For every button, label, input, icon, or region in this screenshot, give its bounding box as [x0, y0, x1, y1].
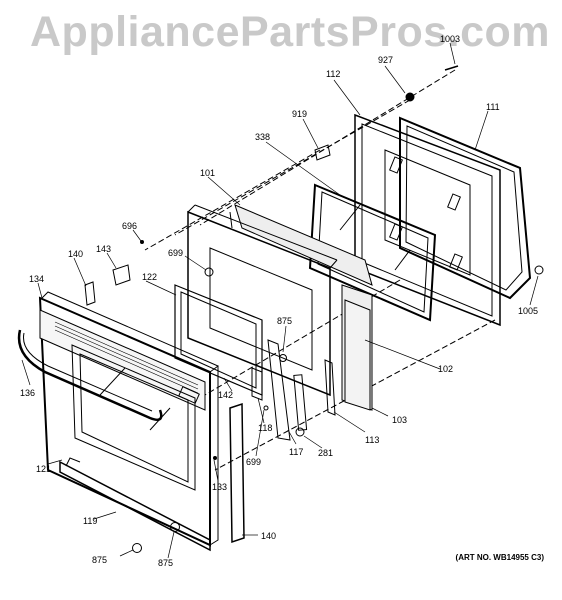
watermark-logo: AppliancePartsPros.com: [30, 8, 551, 56]
callout-919: 919: [292, 109, 307, 119]
callout-labels: 1003 927 112 111 919 338 101 696 143 140…: [20, 34, 538, 568]
callout-875-mid: 875: [277, 316, 292, 326]
art-number: (ART NO. WB14955 C3): [455, 553, 544, 562]
callout-1003: 1003: [440, 34, 460, 44]
callout-699-top: 699: [168, 248, 183, 258]
part-121-outer-door: [17, 291, 219, 547]
callout-927: 927: [378, 55, 393, 65]
callout-133: 133: [212, 482, 227, 492]
part-inner-door-panel: [187, 204, 338, 397]
callout-103: 103: [392, 415, 407, 425]
callout-281: 281: [318, 448, 333, 458]
part-140-right-strip: [229, 402, 245, 544]
part-113-bracket: [324, 359, 336, 416]
callout-118: 118: [258, 423, 272, 433]
callout-119: 119: [83, 516, 97, 526]
callout-696: 696: [122, 221, 137, 231]
callout-699-bottom: 699: [246, 457, 261, 467]
part-103-strip: [344, 299, 371, 411]
callout-122: 122: [142, 272, 157, 282]
callout-1005: 1005: [518, 306, 538, 316]
callout-117: 117: [289, 447, 303, 457]
callout-136: 136: [20, 388, 35, 398]
part-117-hinge: [251, 339, 308, 441]
part-119-bottom-trim: [59, 457, 211, 552]
callout-875-left: 875: [92, 555, 107, 565]
callout-140-top: 140: [68, 249, 83, 259]
callout-101: 101: [200, 168, 215, 178]
callout-102: 102: [438, 364, 453, 374]
fasteners: [132, 65, 544, 553]
part-111-gasket: [399, 116, 532, 300]
callout-875-right: 875: [158, 558, 173, 568]
callout-leaders: [21, 42, 539, 559]
assembly-guide-lines: [144, 69, 496, 471]
callout-113: 113: [365, 435, 379, 445]
callout-338: 338: [255, 132, 270, 142]
callout-111: 111: [486, 102, 500, 112]
callout-134: 134: [29, 274, 44, 284]
callout-112: 112: [326, 69, 340, 79]
part-140-left-strip: [84, 281, 96, 306]
part-143-bracket: [112, 264, 131, 286]
callout-143: 143: [96, 244, 111, 254]
callout-142: 142: [218, 390, 233, 400]
part-112-frame: [354, 113, 501, 327]
callout-140-bottom: 140: [261, 531, 276, 541]
callout-121: 121: [36, 464, 51, 474]
